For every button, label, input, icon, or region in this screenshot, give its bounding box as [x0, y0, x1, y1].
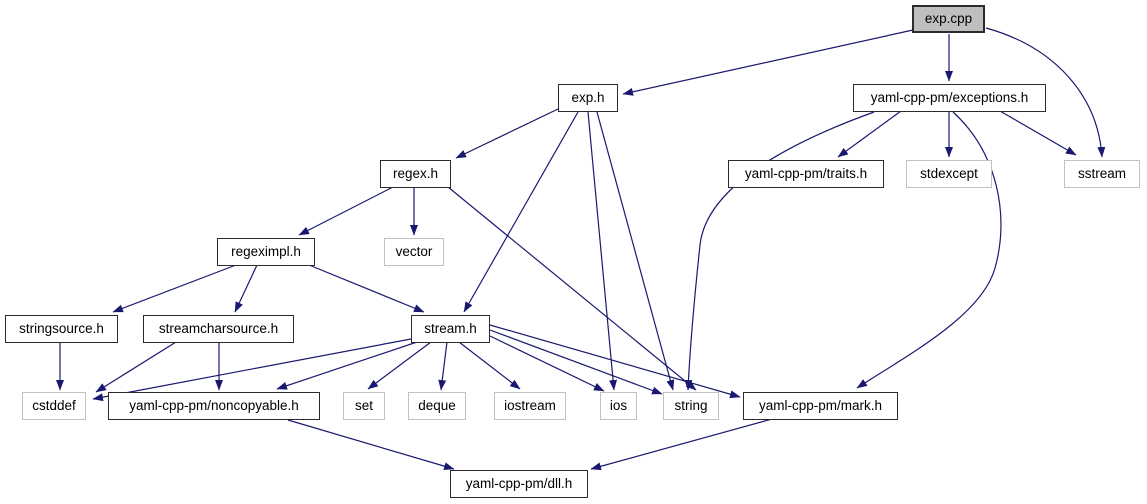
node-mark-h[interactable]: yaml-cpp-pm/mark.h — [743, 392, 898, 420]
node-ios: ios — [600, 392, 637, 420]
edge-regex-h-to-string — [447, 186, 697, 391]
edge-exp-h-to-stream-h — [463, 111, 579, 313]
edge-streamcharsource-h-to-cstddef — [95, 341, 177, 393]
edge-exp-cpp-to-exp-h — [622, 29, 914, 96]
node-regeximpl-h[interactable]: regeximpl.h — [217, 238, 315, 266]
node-stream-h[interactable]: stream.h — [411, 315, 490, 343]
edge-regeximpl-h-to-stringsource-h — [112, 264, 237, 313]
edge-exp-h-to-string — [596, 111, 675, 391]
node-regex-h[interactable]: regex.h — [380, 160, 451, 188]
edge-stream-h-to-iostream — [458, 341, 521, 390]
edge-stream-h-to-string — [489, 329, 663, 395]
edge-exceptions-h-to-sstream — [999, 110, 1077, 156]
node-cstddef: cstddef — [22, 392, 86, 420]
node-iostream: iostream — [494, 392, 566, 420]
node-sstream: sstream — [1064, 160, 1140, 188]
edge-regeximpl-h-to-stream-h — [308, 264, 425, 313]
edge-exp-h-to-regex-h — [455, 108, 559, 159]
edge-stream-h-to-set — [367, 341, 432, 390]
edge-exceptions-h-to-mark-h — [856, 111, 1002, 389]
node-set: set — [343, 392, 385, 420]
edge-stream-h-to-cstddef — [92, 338, 412, 402]
edge-stream-h-to-noncopyable-h — [276, 341, 418, 390]
edge-noncopyable-h-to-dll-h — [287, 419, 455, 471]
edge-stream-h-to-ios — [489, 335, 605, 392]
edge-regex-h-to-regeximpl-h — [298, 186, 394, 236]
node-noncopyable-h[interactable]: yaml-cpp-pm/noncopyable.h — [108, 392, 320, 420]
edge-exceptions-h-to-traits-h — [837, 110, 902, 158]
node-streamcharsource-h[interactable]: streamcharsource.h — [143, 315, 294, 343]
edge-stream-h-to-deque — [438, 341, 448, 391]
node-exp-h[interactable]: exp.h — [558, 84, 618, 112]
edge-exp-h-to-ios — [587, 111, 618, 391]
edge-exceptions-h-to-string — [684, 111, 875, 391]
node-dll-h[interactable]: yaml-cpp-pm/dll.h — [450, 470, 588, 498]
node-stringsource-h[interactable]: stringsource.h — [5, 315, 118, 343]
edge-stream-h-to-mark-h — [489, 324, 741, 399]
node-exp-cpp: exp.cpp — [912, 5, 985, 33]
node-string: string — [663, 392, 719, 420]
edge-regeximpl-h-to-streamcharsource-h — [234, 264, 258, 313]
node-stdexcept: stdexcept — [906, 160, 992, 188]
node-vector: vector — [384, 238, 444, 266]
node-deque: deque — [408, 392, 466, 420]
edge-exp-cpp-to-sstream — [985, 27, 1106, 158]
node-traits-h[interactable]: yaml-cpp-pm/traits.h — [728, 160, 884, 188]
node-exceptions-h[interactable]: yaml-cpp-pm/exceptions.h — [853, 84, 1046, 112]
edge-mark-h-to-dll-h — [590, 418, 773, 471]
